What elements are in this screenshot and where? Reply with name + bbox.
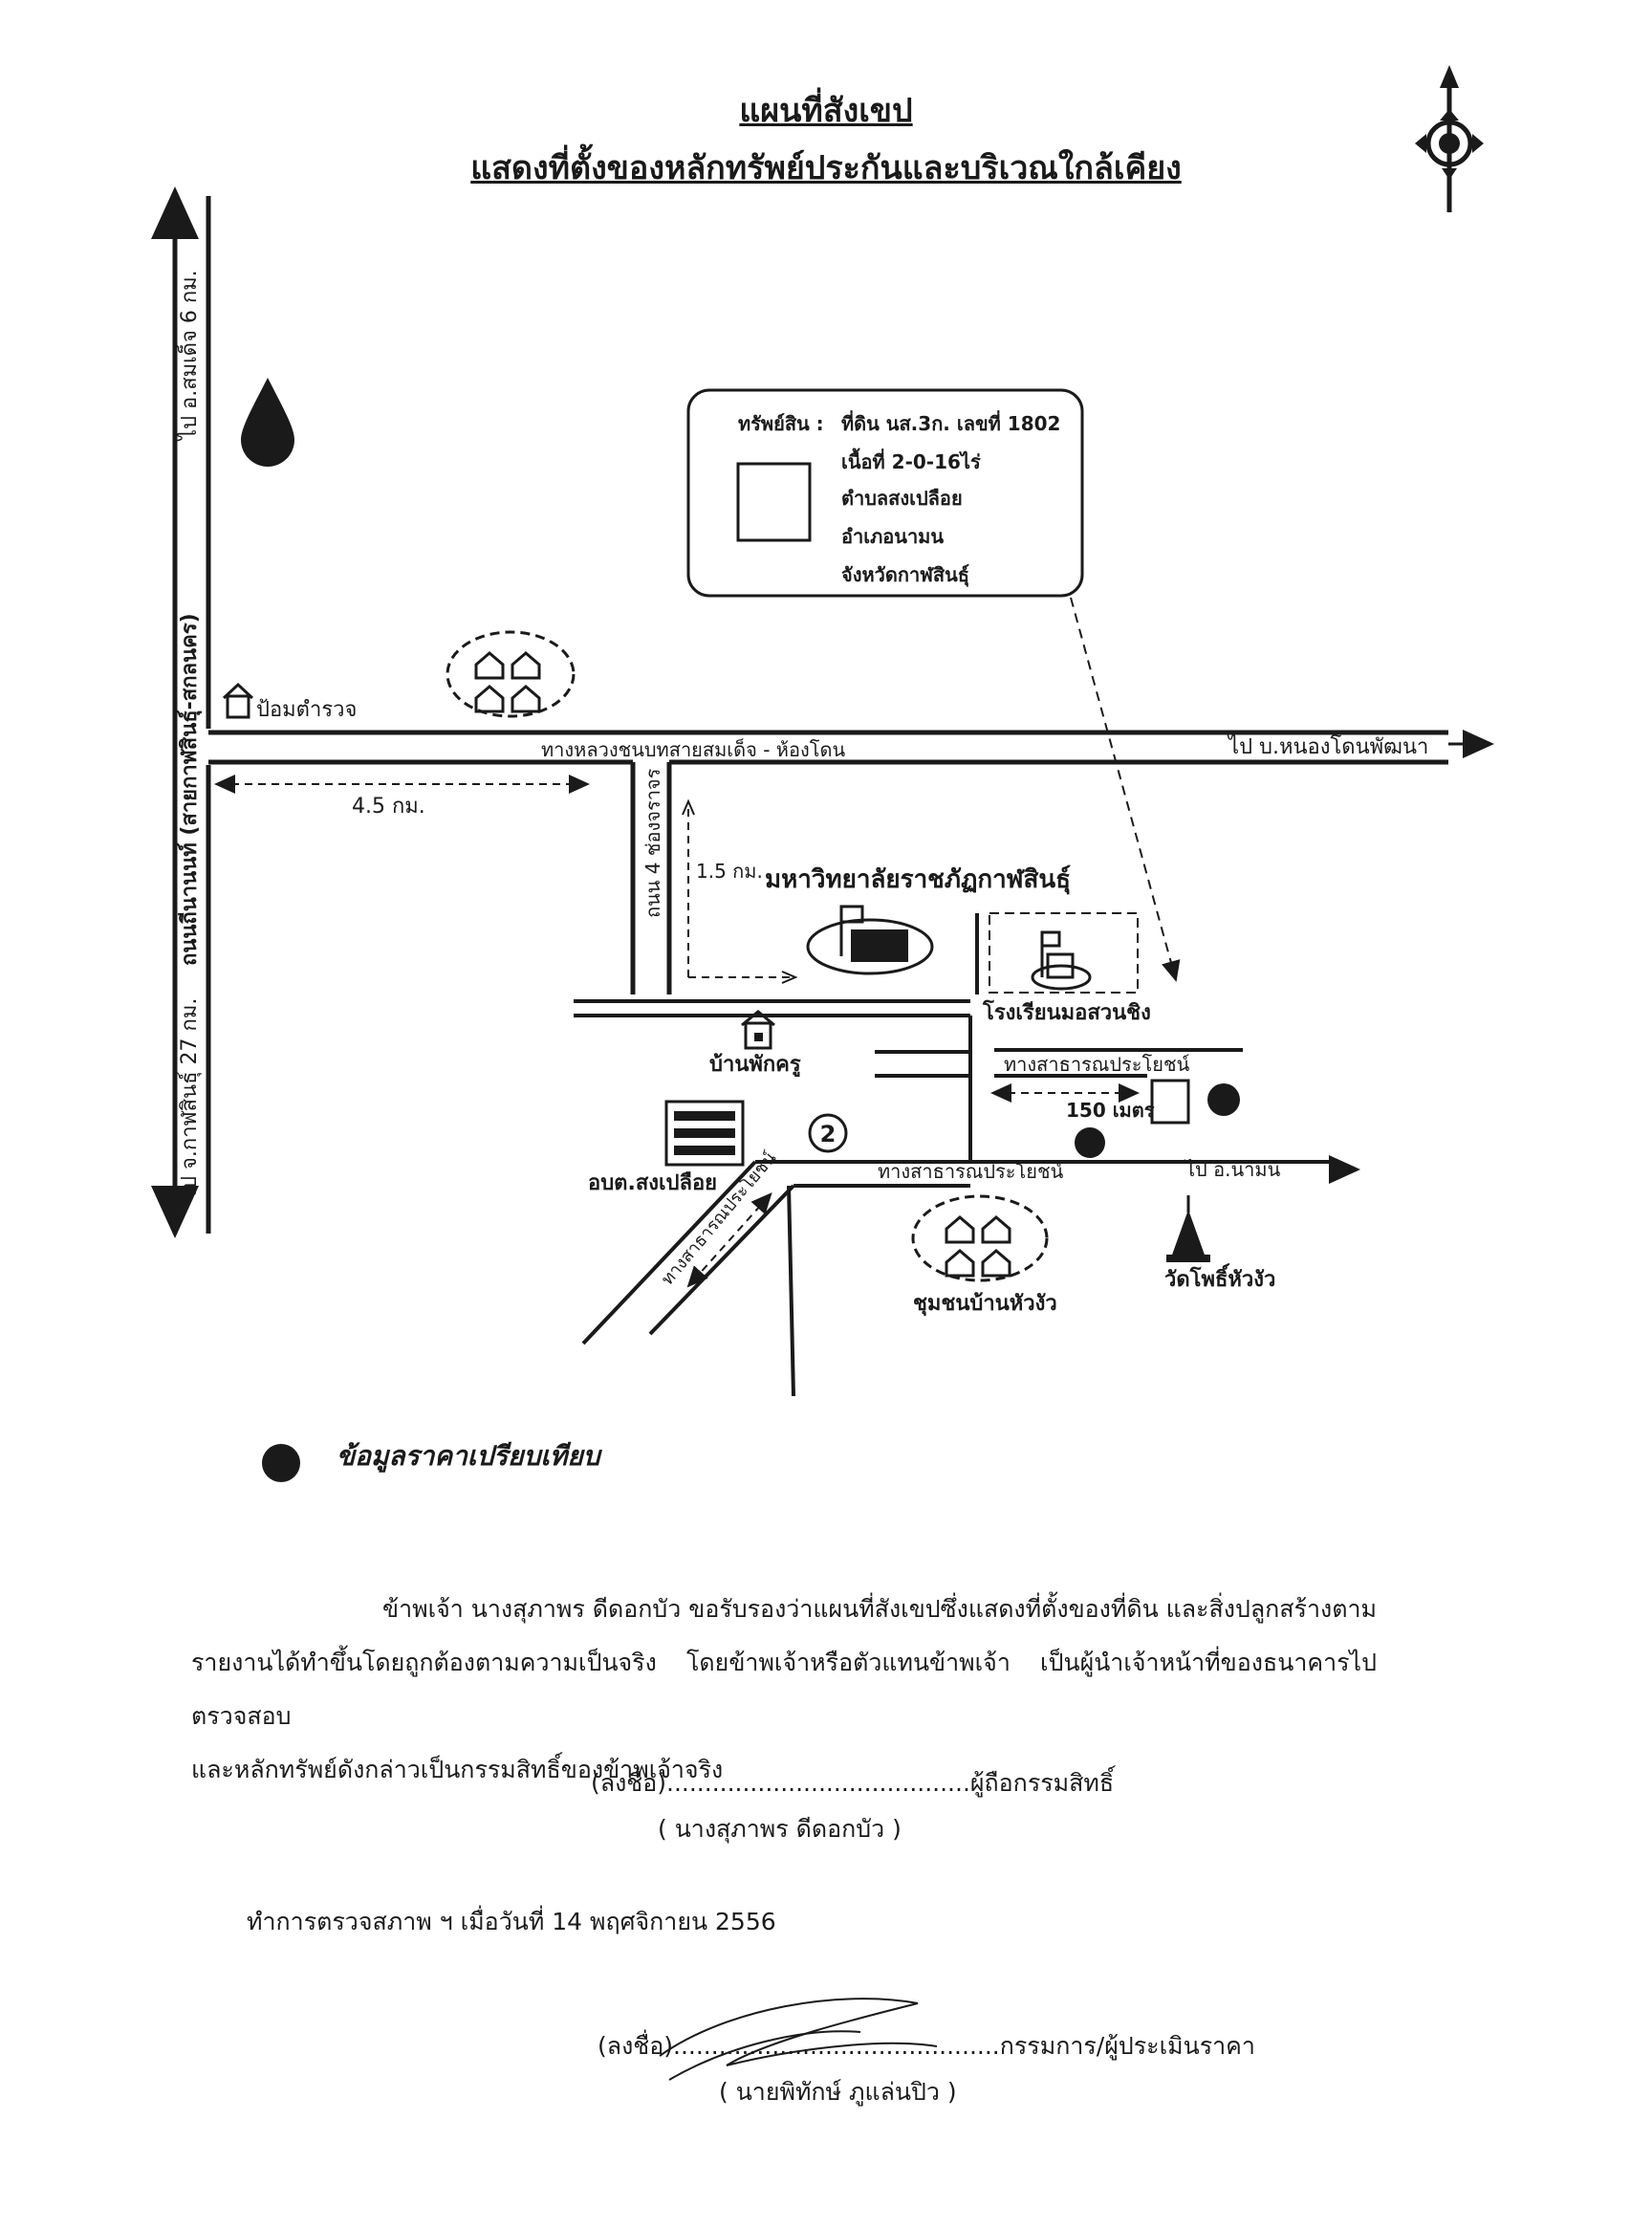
legend-label: ข้อมูลราคาเปรียบเทียบ xyxy=(337,1440,603,1473)
road-label-side: ถนน 4 ช่องจราจร xyxy=(641,768,664,918)
owner-signature-line: (ลงชื่อ)................................… xyxy=(591,1769,1115,1797)
owner-name: ( นางสุภาพร ดีดอกบัว ) xyxy=(658,1815,902,1843)
temple-icon xyxy=(1166,1195,1210,1262)
comparison-point xyxy=(1075,1127,1105,1158)
property-box-line4: อำเภอนามน xyxy=(841,525,944,548)
village-cluster-icon xyxy=(446,630,576,718)
statement-paragraph: ข้าพเจ้า นางสุภาพร ดีดอกบัว ขอรับรองว่าแ… xyxy=(191,1583,1377,1797)
page-title: แผนที่สังเขป xyxy=(739,92,913,130)
community-label: ชุมชนบ้านหัวงัว xyxy=(913,1292,1057,1317)
property-box-line1: ที่ดิน นส.3ก. เลขที่ 1802 xyxy=(841,409,1060,435)
community-cluster-icon xyxy=(911,1194,1049,1282)
inspection-date: ทำการตรวจสภาพ ฯ เมื่อวันที่ 14 พฤศจิกายน… xyxy=(247,1908,776,1935)
compass-icon xyxy=(1415,65,1484,212)
university-label: มหาวิทยาลัยราชภัฏกาฬสินธุ์ xyxy=(765,864,1071,895)
road-label-local-2: ทางสาธารณประโยชน์ xyxy=(878,1160,1064,1183)
distance-label-2: 1.5 กม. xyxy=(696,860,763,883)
school-label: โรงเรียนมอสวนชิง xyxy=(982,999,1151,1025)
school-icon xyxy=(1031,930,1092,991)
office-building-icon xyxy=(664,1100,745,1167)
statement-line-1: ข้าพเจ้า นางสุภาพร ดีดอกบัว ขอรับรองว่าแ… xyxy=(382,1595,1377,1623)
road-label-vertical-bottom: ไป จ.กาฬสินธุ์ 27 กม. xyxy=(177,998,202,1202)
police-box-icon xyxy=(222,682,254,719)
water-drop-icon xyxy=(241,378,294,467)
statement-line-2: รายงานได้ทำขึ้นโดยถูกต้องตามความเป็นจริง… xyxy=(191,1649,1377,1730)
property-parcel xyxy=(1150,1079,1190,1125)
property-box-line3: ตำบลสงเปลือย xyxy=(841,487,963,510)
road-label-vertical-name: ถนนถีนานนท์ (สายกาฬสินธุ์-สกลนคร) xyxy=(177,613,203,966)
office-label: อบต.สงเปลือย xyxy=(588,1171,717,1195)
temple-label: วัดโพธิ์หัวงัว xyxy=(1164,1263,1275,1292)
assessor-name: ( นายพิทักษ์ ภูแล่นปิว ) xyxy=(719,2078,957,2106)
property-box-line2: เนื้อที่ 2-0-16ไร่ xyxy=(841,448,981,473)
property-box-label: ทรัพย์สิน : xyxy=(738,412,824,435)
police-box-label: ป้อมตำรวจ xyxy=(256,698,357,722)
assessor-signature-line: (ลงชื่อ)................................… xyxy=(598,2032,1255,2060)
distance-label-1: 4.5 กม. xyxy=(352,795,425,819)
university-icon xyxy=(806,905,934,975)
road-label-main: ทางหลวงชนบทสายสมเด็จ - ห้องโดน xyxy=(541,737,845,761)
route-number: 2 xyxy=(820,1121,837,1147)
teacher-house-icon xyxy=(741,1010,775,1050)
property-box-line5: จังหวัดกาฬสินธุ์ xyxy=(841,563,969,587)
road-label-local-2-destination: ไป อ.นามน xyxy=(1184,1158,1281,1181)
statement-line-3: และหลักทรัพย์ดังกล่าวเป็นกรรมสิทธิ์ของข้… xyxy=(191,1756,724,1783)
comparison-point xyxy=(1207,1083,1240,1116)
road-label-local-1: ทางสาธารณประโยชน์ xyxy=(1004,1053,1190,1076)
road-label-main-destination: ไป บ.หนองโดนพัฒนา xyxy=(1227,734,1428,759)
route-number-badge xyxy=(808,1113,848,1153)
distance-label-3: 150 เมตร xyxy=(1066,1099,1155,1122)
page-subtitle: แสดงที่ตั้งของหลักทรัพย์ประกันและบริเวณใ… xyxy=(470,149,1182,187)
teacher-house-label: บ้านพักครู xyxy=(709,1053,801,1078)
road-label-vertical-top: ไป อ.สมเด็จ 6 กม. xyxy=(175,270,202,442)
legend-comparison-dot xyxy=(262,1444,300,1482)
signature-scribble xyxy=(659,1998,938,2066)
